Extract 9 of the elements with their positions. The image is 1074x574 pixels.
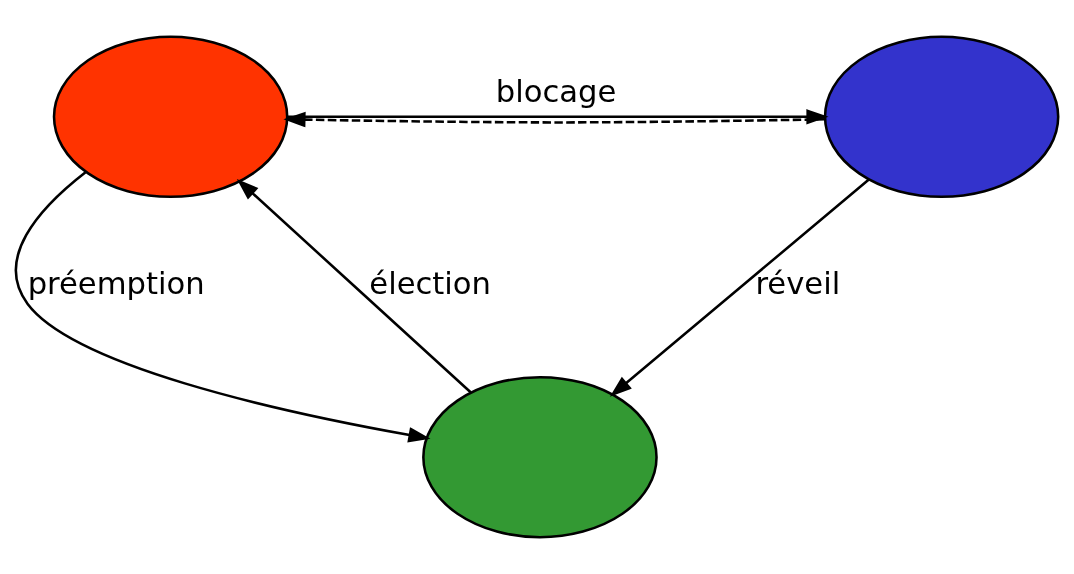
node-ellipse xyxy=(823,35,1060,199)
arrow xyxy=(283,111,825,128)
arrow xyxy=(236,178,472,394)
edge-label: blocage xyxy=(495,74,617,110)
edge-label: élection xyxy=(369,266,492,302)
edge-label: réveil xyxy=(755,266,841,302)
arrow xyxy=(14,171,431,443)
edge-label: préemption xyxy=(27,266,205,302)
arrow xyxy=(609,178,870,397)
